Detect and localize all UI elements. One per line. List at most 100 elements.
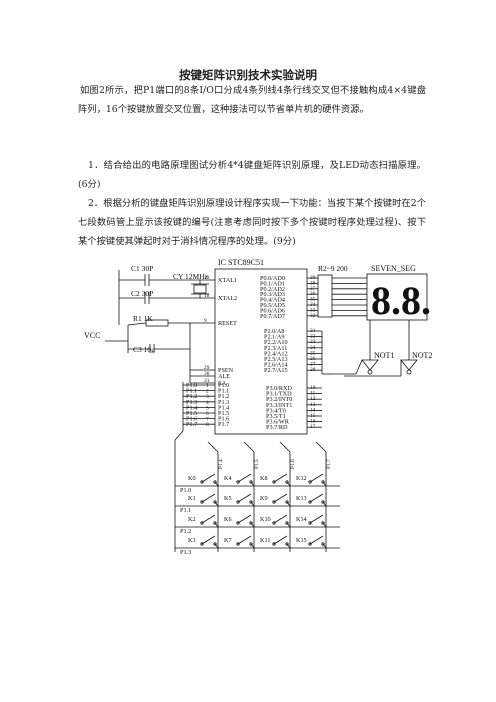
chip-pin-name: P3.1/TXD bbox=[266, 391, 292, 398]
key-label: K7 bbox=[224, 537, 232, 544]
key-switch-contact bbox=[213, 542, 217, 546]
key-switch-contact bbox=[272, 480, 276, 484]
r1-label: R1 1K bbox=[133, 314, 153, 323]
chip-pin-number: 18 bbox=[204, 293, 210, 299]
seven-seg-digits: 8.8. bbox=[371, 278, 431, 323]
chip-pin-name: P1.1 bbox=[218, 388, 229, 395]
question-2-text: 2．根据分析的键盘矩阵识别原理设计程序实现一下功能：当按下某个按键时在2个七段数… bbox=[78, 198, 426, 247]
key-label: K10 bbox=[260, 516, 271, 523]
key-switch-lever bbox=[309, 535, 324, 545]
key-switch-contact bbox=[200, 521, 204, 525]
question-1: 1．结合给出的电路原理图试分析4*4键盘矩阵识别原理，及LED动态扫描原理。(6… bbox=[78, 156, 426, 194]
chip-pin-name: P2.4/A12 bbox=[264, 350, 288, 357]
chip-pin-number: 1 bbox=[206, 383, 209, 389]
question-2: 2．根据分析的键盘矩阵识别原理设计程序实现一下功能：当按下某个按键时在2个七段数… bbox=[78, 194, 426, 251]
key-switch-contact bbox=[321, 521, 325, 525]
chip-pin-name: P1.2 bbox=[218, 393, 229, 400]
chip-pin-name: P2.0/A8 bbox=[264, 328, 284, 335]
key-switch-wire bbox=[214, 522, 219, 528]
document-title: 按键矩阵识别技术实验说明 bbox=[179, 68, 317, 82]
key-label: K6 bbox=[224, 516, 232, 523]
resistor-array-label: R2~9 200 bbox=[318, 264, 348, 273]
chip-pin-number: 2 bbox=[206, 389, 209, 395]
chip-pin-name: P1.6 bbox=[218, 416, 229, 423]
chip-pin-name: XTAL2 bbox=[218, 295, 237, 302]
chip-pin-name: P0.0/AD0 bbox=[260, 275, 285, 282]
key-switch-lever bbox=[309, 473, 324, 483]
key-switch-lever bbox=[237, 493, 252, 503]
key-switch-contact bbox=[308, 500, 312, 504]
key-switch-lever bbox=[201, 493, 216, 503]
key-switch-lever bbox=[237, 535, 252, 545]
chip-pin-name: P1.0 bbox=[218, 382, 229, 389]
matrix-column-label: P1.7 bbox=[326, 459, 332, 469]
chip-pin-name: P3.3/INT1 bbox=[266, 402, 292, 409]
chip-pin-name: ALE bbox=[218, 373, 230, 380]
key-switch-lever bbox=[273, 535, 288, 545]
chip-pin-name: P0.1/AD1 bbox=[260, 280, 285, 287]
key-label: K12 bbox=[296, 475, 307, 482]
chip-pin-name: P3.0/RXD bbox=[266, 385, 292, 392]
chip-pin-name: EA bbox=[218, 380, 227, 387]
key-switch-lever bbox=[237, 514, 252, 524]
chip-pin-name: P3.2/INT0 bbox=[266, 396, 292, 403]
matrix-row-label: P1.0 bbox=[180, 487, 191, 494]
key-switch-contact bbox=[236, 542, 240, 546]
chip-pin-number: 19 bbox=[204, 275, 210, 281]
key-label: K2 bbox=[188, 516, 196, 523]
p1-ext-label: P1.7 bbox=[186, 421, 197, 428]
key-switch-contact bbox=[213, 480, 217, 484]
mcu-chip bbox=[214, 268, 308, 435]
chip-pin-name: RESET bbox=[218, 320, 237, 327]
key-switch-contact bbox=[249, 480, 253, 484]
matrix-row-label: P1.3 bbox=[180, 549, 191, 556]
chip-pin-name: P2.2/A10 bbox=[264, 339, 288, 346]
key-switch-wire bbox=[322, 501, 327, 507]
c1-label: C1 30P bbox=[131, 264, 153, 273]
key-label: K14 bbox=[296, 516, 307, 523]
chip-pin-name: P0.3/AD3 bbox=[260, 291, 285, 298]
not2-label: NOT2 bbox=[412, 351, 432, 360]
key-switch-contact bbox=[249, 542, 253, 546]
key-label: K13 bbox=[296, 495, 307, 502]
p1-bus bbox=[174, 430, 184, 441]
c2-label: C2 30P bbox=[131, 289, 153, 298]
key-label: K0 bbox=[188, 475, 196, 482]
key-switch-lever bbox=[309, 514, 324, 524]
key-switch-contact bbox=[321, 500, 325, 504]
key-switch-lever bbox=[201, 535, 216, 545]
chip-pin-name: XTAL1 bbox=[218, 277, 237, 284]
key-label: K8 bbox=[260, 475, 268, 482]
chip-pin-number: 4 bbox=[206, 400, 209, 406]
key-switch-wire bbox=[214, 543, 219, 549]
chip-label: IC STC89C51 bbox=[218, 258, 264, 267]
key-switch-contact bbox=[249, 500, 253, 504]
key-switch-lever bbox=[309, 493, 324, 503]
matrix-column-label: P1.5 bbox=[254, 459, 260, 469]
key-switch-lever bbox=[201, 514, 216, 524]
key-switch-contact bbox=[236, 480, 240, 484]
chip-pin-name: P2.1/A9 bbox=[264, 334, 284, 341]
chip-pin-name: PSEN bbox=[218, 367, 234, 374]
key-switch-wire bbox=[322, 522, 327, 528]
key-switch-contact bbox=[213, 521, 217, 525]
chip-pin-name: P0.5/AD5 bbox=[260, 302, 285, 309]
not1-label: NOT1 bbox=[374, 351, 394, 360]
key-switch-contact bbox=[213, 500, 217, 504]
key-switch-wire bbox=[322, 481, 327, 487]
key-switch-wire bbox=[286, 543, 291, 549]
key-switch-lever bbox=[201, 473, 216, 483]
seven-seg-label: SEVEN_SEG bbox=[371, 264, 416, 273]
intro-paragraph: 如图2所示，把P1端口的8条I/O口分成4条列线4条行线交叉但不接触构成4×4键… bbox=[78, 81, 426, 119]
matrix-column-line bbox=[243, 441, 255, 453]
c3-label: C3 10μ bbox=[133, 345, 155, 354]
chip-pin-number: 5 bbox=[206, 405, 209, 411]
chip-pin-name: P3.6/WR bbox=[266, 419, 290, 426]
resistor-array bbox=[317, 274, 333, 318]
key-label: K9 bbox=[260, 495, 268, 502]
key-switch-wire bbox=[214, 501, 219, 507]
chip-pin-name: P3.4/T0 bbox=[266, 407, 286, 414]
matrix-row-label: P1.2 bbox=[180, 528, 191, 535]
chip-pin-name: P2.6/A14 bbox=[264, 362, 288, 369]
key-switch-lever bbox=[273, 493, 288, 503]
